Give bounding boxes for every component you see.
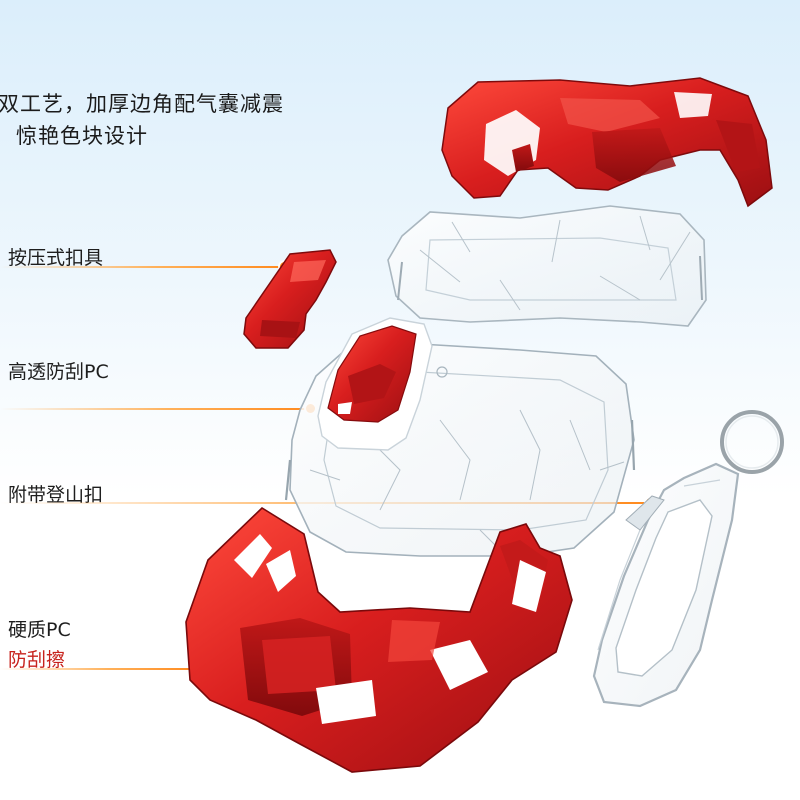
callout-label-buckle: 按压式扣具 xyxy=(8,247,104,269)
callout-label-hard-pc: 硬质PC xyxy=(8,619,71,641)
top-red-bumper xyxy=(441,77,773,208)
headline: 双工艺，加厚边角配气囊减震 惊艳色块设计 xyxy=(0,88,340,152)
top-bumper-window-right xyxy=(674,92,712,118)
leader-line-buckle xyxy=(0,266,284,268)
bottom-bumper-window xyxy=(316,680,376,724)
leader-line-clear-pc xyxy=(0,408,310,410)
top-bumper-button-slot xyxy=(512,144,534,172)
carabiner xyxy=(592,410,784,708)
keyring xyxy=(720,410,784,474)
callout-label-anti-scratch: 防刮擦 xyxy=(8,649,66,671)
red-button-housing xyxy=(317,317,433,451)
clear-top-shell xyxy=(387,205,707,327)
callout-label-carabiner: 附带登山扣 xyxy=(8,484,104,506)
bottom-bumper-slot-left xyxy=(234,534,272,578)
headline-line-2: 惊艳色块设计 xyxy=(16,124,148,148)
bottom-red-bumper xyxy=(185,506,573,773)
headline-line-1: 双工艺，加厚边角配气囊减震 xyxy=(0,92,284,116)
callout-label-clear-pc: 高透防刮PC xyxy=(8,361,109,383)
bottom-bumper-slot-right xyxy=(512,560,546,612)
red-press-buckle xyxy=(243,249,337,349)
leader-line-hard-pc xyxy=(0,668,196,670)
